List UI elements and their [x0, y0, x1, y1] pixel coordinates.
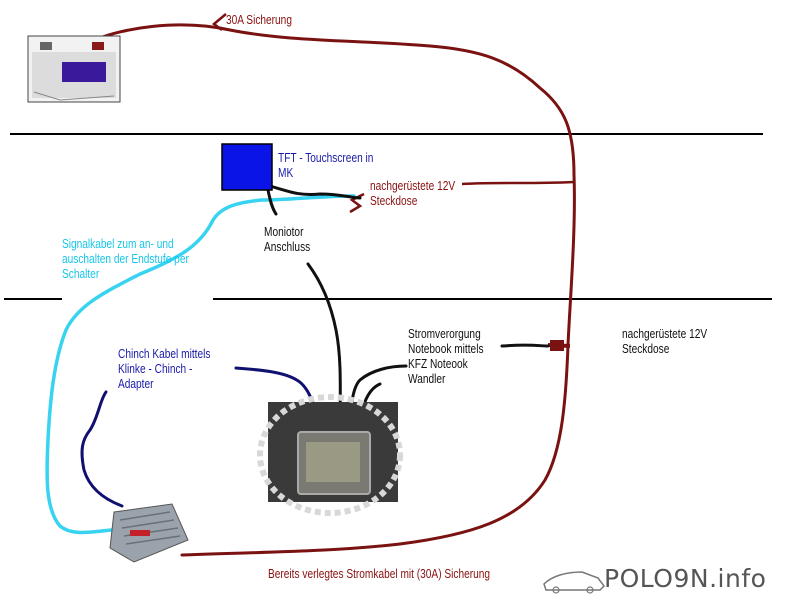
- power-wire-fuse-tick: [211, 13, 227, 31]
- socket1-label: nachgerüstete 12V Steckdose: [370, 178, 456, 208]
- notebook-wire: [500, 343, 550, 348]
- signal-label: Signalkabel zum an- und auschalten der E…: [62, 236, 189, 281]
- car-logo-icon: [543, 571, 605, 594]
- socket2-label: nachgerüstete 12V Steckdose: [622, 326, 708, 356]
- power-label: Stromverorgung Notebook mittels KFZ Note…: [408, 326, 484, 386]
- signal-wire: [45, 194, 356, 535]
- tft-wire: [268, 184, 362, 200]
- logo-text: POLO9N.info: [604, 563, 767, 593]
- audio-cable: [80, 390, 124, 508]
- tft-label: TFT - Touchscreen in MK: [278, 150, 374, 180]
- monitor-photo-icon: [257, 394, 403, 516]
- socket2-plug: [550, 340, 564, 351]
- tft-screen-icon: [221, 143, 273, 191]
- monitor-label: Moniotor Anschluss: [264, 224, 311, 254]
- power-wire-main: [98, 23, 576, 557]
- fuse-label: 30A Sicherung: [226, 12, 292, 27]
- battery-icon: [27, 35, 121, 103]
- amplifier-icon: [109, 503, 189, 563]
- power-wire-socket1: [461, 180, 575, 186]
- chinch-label: Chinch Kabel mittels Klinke - Chinch - A…: [118, 346, 211, 391]
- site-logo: POLO9N.info: [540, 560, 766, 596]
- cable-label: Bereits verlegtes Stromkabel mit (30A) S…: [268, 566, 491, 581]
